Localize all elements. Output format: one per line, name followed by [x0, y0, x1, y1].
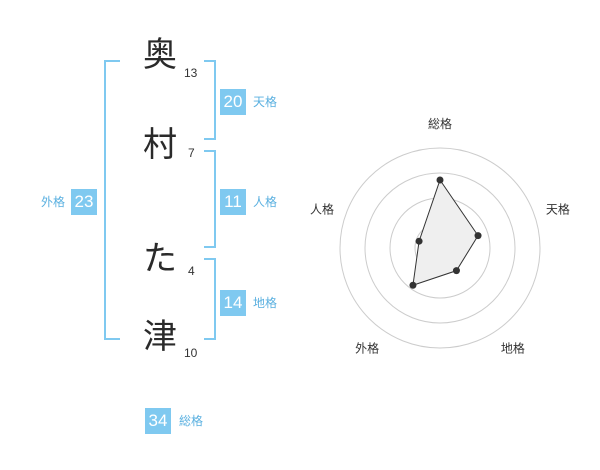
- gaikaku-value-badge: 23: [71, 189, 97, 215]
- tenkaku-bracket: [204, 60, 216, 140]
- radar-axis-label: 総格: [428, 116, 452, 131]
- radar-data-point: [452, 267, 460, 275]
- stroke-count-2: 7: [188, 146, 195, 160]
- chikaku-bracket: [204, 258, 216, 340]
- radar-axis-label: 天格: [546, 202, 570, 217]
- radar-axis-label: 外格: [355, 340, 379, 355]
- radar-axis-label: 地格: [501, 340, 525, 355]
- radar-data-point: [409, 281, 417, 289]
- radar-grid-ring: [339, 147, 541, 349]
- name-char-2: 村: [143, 125, 177, 165]
- jinkaku-value-badge: 11: [220, 189, 246, 215]
- name-char-3: た: [143, 239, 177, 279]
- tenkaku-value-badge: 20: [220, 89, 246, 115]
- chikaku-label: 地格: [253, 296, 278, 310]
- chikaku-value-badge: 14: [220, 290, 246, 316]
- stroke-count-3: 4: [188, 264, 195, 278]
- radar-data-point: [474, 232, 482, 240]
- jinkaku-label: 人格: [253, 195, 278, 209]
- tenkaku-label: 天格: [253, 95, 278, 109]
- radar-grid-ring: [364, 172, 516, 324]
- radar-data-point: [415, 237, 423, 245]
- soukaku-label: 総格: [179, 414, 204, 428]
- name-char-1: 奥: [143, 35, 177, 75]
- gaikaku-bracket: [104, 60, 120, 340]
- soukaku-value-badge: 34: [145, 408, 171, 434]
- stroke-count-4: 10: [184, 346, 198, 360]
- name-char-4: 津: [143, 317, 177, 357]
- stroke-count-1: 13: [184, 66, 198, 80]
- jinkaku-bracket: [204, 150, 216, 248]
- gaikaku-label: 外格: [41, 195, 66, 209]
- radar-data-area: [412, 178, 479, 286]
- radar-axis-label: 人格: [310, 202, 334, 217]
- radar-data-point: [436, 176, 444, 184]
